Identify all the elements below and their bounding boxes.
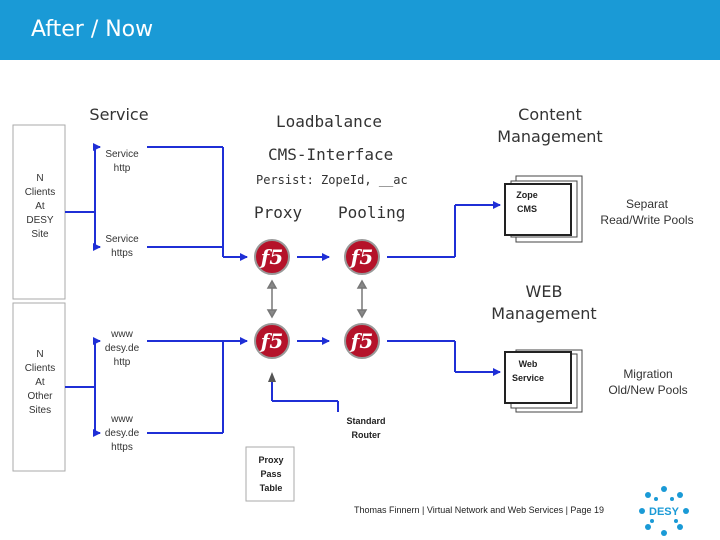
content-management-label: Content Management — [497, 105, 603, 146]
f5-icon-label: f5 — [349, 245, 374, 269]
clients-other-label: N Clients At Other Sites — [24, 349, 56, 416]
web-service-label: Web Service — [511, 359, 545, 383]
www-http-label: www desy.de http — [104, 329, 140, 368]
f5-icon: f5 — [254, 239, 290, 275]
proxy-pass-table-label: Proxy Pass Table — [258, 455, 284, 493]
service-column-label: Service — [89, 105, 149, 124]
f5-icon: f5 — [344, 239, 380, 275]
desy-logo: DESY — [639, 486, 689, 536]
service-https-label: Service https — [105, 234, 139, 259]
service-http-label: Service http — [105, 149, 139, 174]
router-connector — [271, 381, 339, 412]
f5-icon-label: f5 — [259, 245, 284, 269]
header-bar — [0, 0, 720, 60]
sync-arrows — [266, 279, 368, 319]
cms-interface-label: CMS-Interface — [268, 145, 394, 164]
pooling-label: Pooling — [338, 203, 406, 222]
page-title: After / Now — [31, 17, 154, 42]
f5-icon-label: f5 — [259, 329, 284, 353]
migration-pools-label: Migration Old/New Pools — [608, 367, 688, 397]
separat-pools-label: Separat Read/Write Pools — [600, 197, 694, 227]
zope-cms-label: Zope CMS — [516, 190, 538, 214]
persist-label: Persist: ZopeId, __ac — [256, 173, 408, 187]
loadbalance-label: Loadbalance — [276, 112, 382, 131]
footer-text: Thomas Finnern | Virtual Network and Web… — [354, 505, 604, 515]
service-f5-connectors — [147, 146, 248, 434]
client-service-connectors — [65, 143, 101, 437]
f5-icon-label: f5 — [349, 329, 374, 353]
standard-router-label: Standard Router — [346, 416, 386, 440]
router-arrow-up — [268, 372, 276, 382]
pooling-backend-connectors — [387, 201, 501, 376]
www-https-label: www desy.de https — [104, 414, 140, 453]
web-management-label: WEB Management — [491, 282, 597, 323]
f5-icon: f5 — [254, 323, 290, 359]
f5-icon: f5 — [344, 323, 380, 359]
web-service-stack — [504, 349, 583, 413]
clients-desy-label: N Clients At DESY Site — [24, 173, 56, 240]
proxy-label: Proxy — [254, 203, 303, 222]
clients-desy-box — [12, 124, 66, 300]
desy-logo-text: DESY — [649, 506, 680, 518]
proxy-pass-table-box — [245, 446, 295, 502]
zope-cms-stack — [504, 175, 583, 243]
proxy-pooling-connectors — [297, 253, 330, 345]
